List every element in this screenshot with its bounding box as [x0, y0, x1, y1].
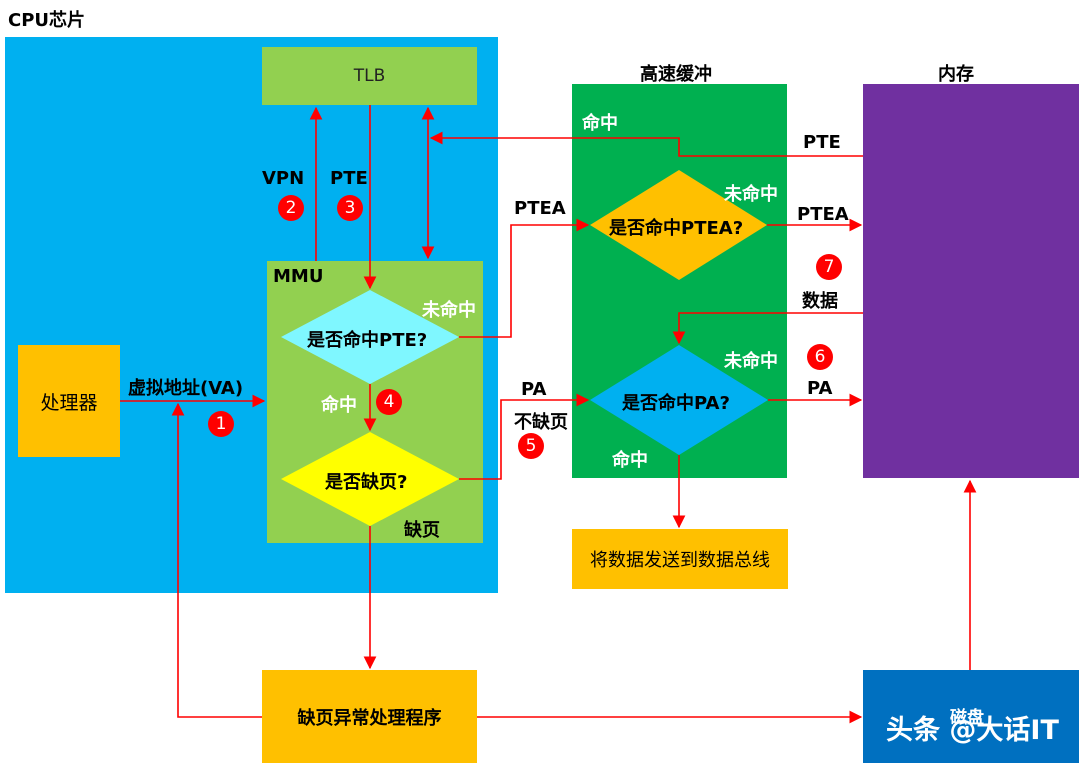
data-arrow [672, 312, 863, 345]
pte-hit-label: 命中 [321, 395, 357, 416]
ptea-miss-label: 未命中 [724, 184, 778, 205]
watermark: 头条 @大话IT [886, 715, 1059, 746]
pa-hit-diamond [590, 345, 768, 455]
step-7-badge: 7 [816, 254, 842, 280]
pte-tlb-label: PTE [330, 168, 368, 189]
page-fault-decision-text: 是否缺页? [325, 472, 408, 493]
cpu-chip-title: CPU芯片 [8, 10, 86, 31]
page-fault-diamond [281, 432, 459, 526]
step-6-badge: 6 [807, 344, 833, 370]
tlb-box: TLB [262, 47, 477, 105]
ptea-right-label: PTEA [797, 204, 849, 225]
step-5-badge: 5 [518, 433, 544, 459]
no-fault-label: 不缺页 [514, 412, 568, 433]
disk-box [863, 670, 1079, 763]
pa-miss-label: 未命中 [724, 351, 778, 372]
mmu-label: MMU [273, 266, 324, 287]
pa-hit-label: 命中 [612, 450, 648, 471]
page-fault-handler-label: 缺页异常处理程序 [297, 707, 442, 729]
send-to-bus-box: 将数据发送到数据总线 [572, 529, 788, 589]
cache-title: 高速缓冲 [640, 64, 712, 85]
pa-right-label: PA [807, 378, 833, 399]
pa-left-label: PA [521, 379, 547, 400]
pte-return-arrow [429, 131, 863, 157]
vpn-label: VPN [262, 168, 305, 189]
pte-from-memory-label: PTE [803, 132, 841, 153]
ptea-decision-text: 是否命中PTEA? [609, 218, 744, 239]
step-2-badge: 2 [278, 195, 304, 221]
page-fault-label: 缺页 [404, 520, 440, 541]
step-4-badge: 4 [376, 389, 402, 415]
pte-miss-label: 未命中 [422, 300, 476, 321]
processor-label: 处理器 [40, 391, 98, 414]
pte-hit-diamond [281, 290, 459, 384]
send-to-bus-label: 将数据发送到数据总线 [590, 550, 770, 571]
pte-decision-text: 是否命中PTE? [307, 330, 428, 351]
pa-arrow [459, 393, 590, 480]
data-label: 数据 [802, 291, 838, 312]
cache-hit-top-label: 命中 [582, 113, 618, 134]
step-3-badge: 3 [337, 195, 363, 221]
memory-region [863, 84, 1079, 478]
va-label: 虚拟地址(VA) [128, 378, 244, 399]
tlb-label: TLB [353, 66, 386, 86]
pa-decision-text: 是否命中PA? [622, 393, 730, 414]
step-1-badge: 1 [208, 411, 234, 437]
page-fault-handler-box: 缺页异常处理程序 [262, 670, 477, 763]
ptea-left-label: PTEA [514, 198, 566, 219]
disk-label: 磁盘 [950, 708, 984, 728]
memory-title: 内存 [938, 64, 974, 85]
ptea-arrow [459, 218, 590, 338]
ptea-hit-diamond [590, 170, 767, 280]
processor-box: 处理器 [18, 345, 120, 457]
retry-arrow [171, 402, 262, 718]
